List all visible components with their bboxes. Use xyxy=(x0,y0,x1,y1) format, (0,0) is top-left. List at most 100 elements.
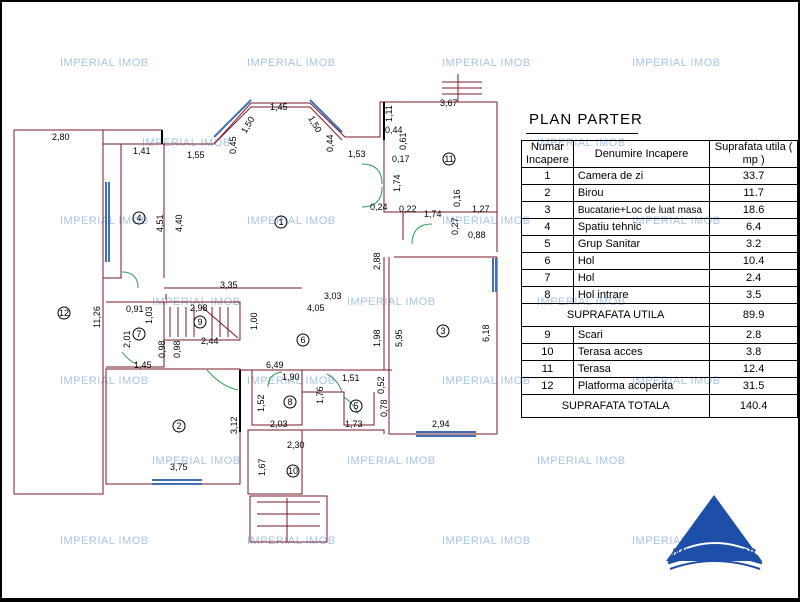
wall-room-4-inner xyxy=(121,143,165,278)
watermark-layer: IMPERIAL IMOB IMPERIAL IMOB IMPERIAL IMO… xyxy=(60,57,720,547)
window-office xyxy=(152,479,202,485)
room-number: 5 xyxy=(353,401,358,411)
wall-room-4 xyxy=(103,143,122,279)
dimension-label: 5,95 xyxy=(394,329,404,347)
wall-lower-halls xyxy=(251,370,375,426)
room-number: 10 xyxy=(288,466,298,476)
dimension-label: 1,90 xyxy=(282,372,300,382)
grand-total-label: SUPRAFATA TOTALA xyxy=(520,394,711,418)
room-no: 1 xyxy=(521,167,574,185)
watermark: IMPERIAL IMOB xyxy=(442,215,531,227)
dimension-label: 6,49 xyxy=(266,360,284,370)
dimension-label: 3,03 xyxy=(324,291,342,301)
dimension-label: 0,45 xyxy=(228,136,238,154)
room-number: 4 xyxy=(136,213,141,223)
wall-lower-bottom xyxy=(302,429,385,434)
watermark: IMPERIAL IMOB xyxy=(60,57,149,69)
room-no: 6 xyxy=(521,252,574,270)
dimension-label: 4,40 xyxy=(174,214,184,232)
room-no: 4 xyxy=(521,218,574,236)
dimension-label: 6,18 xyxy=(481,324,491,342)
logo-text: IMPERIAL IMOB xyxy=(671,547,757,559)
dimension-label: 1,27 xyxy=(472,204,490,214)
watermark: IMPERIAL IMOB xyxy=(537,455,626,467)
room-area: 31.5 xyxy=(709,377,798,395)
dimension-label: 3,35 xyxy=(220,280,238,290)
room-number: 9 xyxy=(197,317,202,327)
dimension-label: 1,53 xyxy=(348,149,366,159)
stairs xyxy=(169,74,482,543)
dimension-label: 0,88 xyxy=(468,230,486,240)
room-number: 3 xyxy=(440,326,445,336)
room-area: 33.7 xyxy=(709,167,798,185)
dimension-label: 3,12 xyxy=(229,416,239,434)
room-name: Terasa xyxy=(572,360,711,378)
watermark: IMPERIAL IMOB xyxy=(60,375,149,387)
watermark: IMPERIAL IMOB xyxy=(442,57,531,69)
wall-hall xyxy=(164,257,385,370)
room-area: 3.8 xyxy=(709,343,798,361)
room-number: 6 xyxy=(300,335,305,345)
room-no: 10 xyxy=(521,343,574,361)
wall-platform xyxy=(13,129,162,495)
wall-entrance xyxy=(247,429,303,495)
room-name: Grup Sanitar xyxy=(572,235,711,253)
watermark: IMPERIAL IMOB xyxy=(142,137,231,149)
room-marker xyxy=(57,306,71,320)
dimension-label: 2,88 xyxy=(372,252,382,270)
logo-triangle-icon xyxy=(666,495,763,570)
dimension-labels: 2,80 1,41 4,51 4,40 1,55 0,45 1,50 1,45 … xyxy=(52,98,491,476)
dimension-label: 0,52 xyxy=(376,376,386,394)
room-area: 6.4 xyxy=(709,218,798,236)
legend-title-underline xyxy=(526,133,638,134)
dimension-label: 2,44 xyxy=(201,336,219,346)
dimension-label: 0,22 xyxy=(399,204,417,214)
room-marker xyxy=(436,324,450,338)
room-marker xyxy=(274,215,288,229)
dimension-label: 0,78 xyxy=(379,399,389,417)
dimension-label: 1,73 xyxy=(345,419,363,429)
room-marker xyxy=(296,333,310,347)
watermark: IMPERIAL IMOB xyxy=(247,215,336,227)
room-marker xyxy=(193,315,207,329)
dimension-label: 1,00 xyxy=(249,312,259,330)
room-name: Bucatarie+Loc de luat masa xyxy=(572,201,711,219)
dimension-label: 0,16 xyxy=(452,189,462,207)
dimension-label: 1,41 xyxy=(133,146,151,156)
room-marker xyxy=(283,395,297,409)
dimension-label: 1,51 xyxy=(342,373,360,383)
dimension-label: 1,50 xyxy=(306,114,323,134)
wall-kitchen xyxy=(388,257,498,435)
dimension-label: 1,74 xyxy=(392,174,402,192)
room-no: 8 xyxy=(521,286,574,304)
room-marker xyxy=(349,399,363,413)
dimension-label: 2,94 xyxy=(432,419,450,429)
legend-header-row: Numar Incapere Denumire Incapere Suprafa… xyxy=(521,140,798,168)
room-name: Birou xyxy=(572,184,711,202)
watermark: IMPERIAL IMOB xyxy=(60,215,149,227)
room-labels: 12 4 1 11 3 6 7 9 2 8 5 10 xyxy=(57,152,456,478)
header-name: Denumire Incapere xyxy=(572,140,711,168)
room-area: 12.4 xyxy=(709,360,798,378)
room-area: 2.8 xyxy=(709,326,798,344)
room-name: Hol xyxy=(572,269,711,287)
dimension-label: 3,75 xyxy=(170,462,188,472)
room-name: Camera de zi xyxy=(572,167,711,185)
room-number: 12 xyxy=(59,308,69,318)
room-area: 18.6 xyxy=(709,201,798,219)
dimension-label: 2,03 xyxy=(270,419,288,429)
watermark: IMPERIAL IMOB xyxy=(442,535,531,547)
room-area: 2.4 xyxy=(709,269,798,287)
